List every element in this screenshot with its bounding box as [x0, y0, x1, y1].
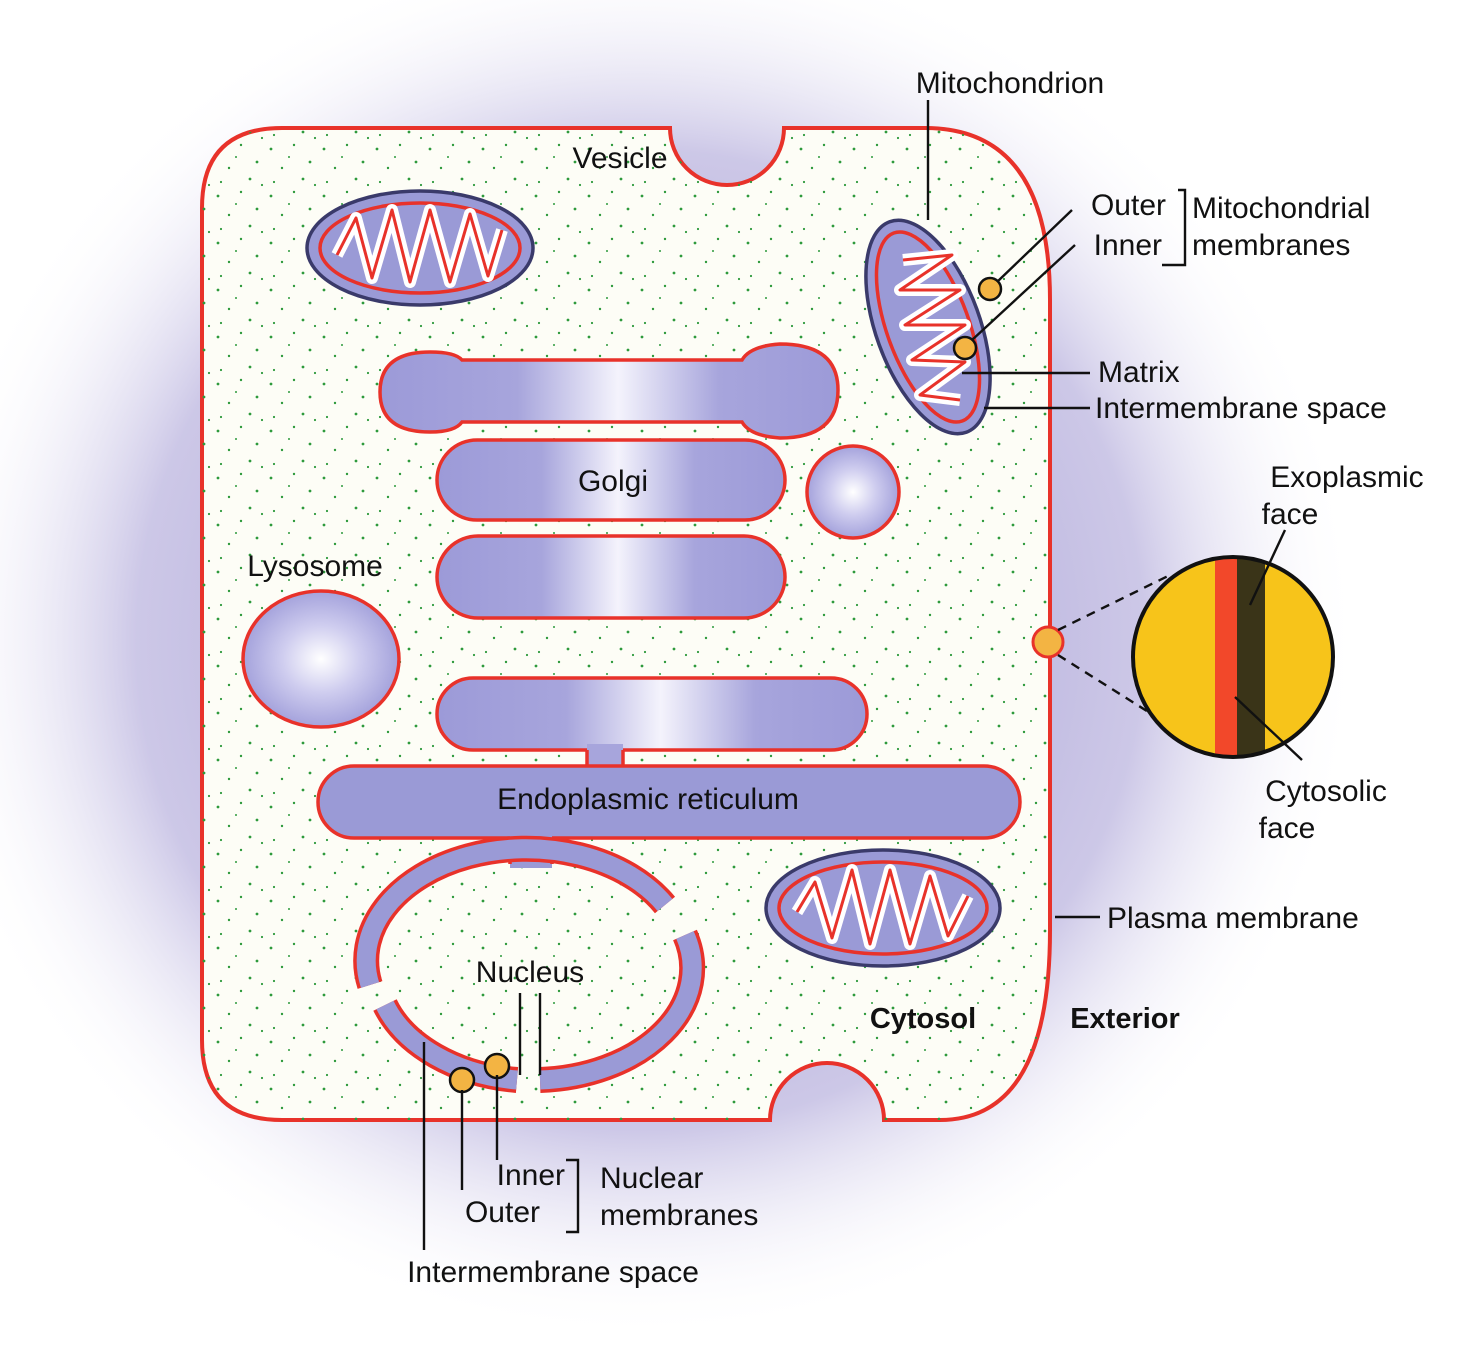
label-nuclear-membranes-2: membranes: [600, 1199, 758, 1232]
label-cytosolic-2: face: [1259, 812, 1316, 845]
label-exterior: Exterior: [1070, 1003, 1180, 1035]
label-mito-membranes-1: Mitochondrial: [1192, 192, 1370, 225]
label-nuclear-membranes-1: Nuclear: [600, 1162, 703, 1195]
label-cytosolic-1: Cytosolic: [1265, 775, 1387, 808]
marker-nuclear-inner: [483, 1052, 511, 1080]
label-vesicle: Vesicle: [572, 142, 667, 175]
label-mitochondrion: Mitochondrion: [916, 67, 1104, 100]
mitochondrion-upper-right: [864, 218, 992, 436]
er-cisterna-upper: [435, 676, 869, 752]
golgi-vesicle: [805, 444, 901, 540]
label-mito-membranes-2: membranes: [1192, 229, 1350, 262]
label-matrix: Matrix: [1098, 356, 1180, 389]
label-mito-outer: Outer: [1091, 189, 1166, 222]
label-nuclear-inner: Inner: [497, 1159, 565, 1192]
label-golgi: Golgi: [578, 465, 648, 498]
label-intermembrane-mito: Intermembrane space: [1095, 392, 1387, 425]
label-plasma-membrane: Plasma membrane: [1107, 902, 1359, 935]
marker-mito-outer: [977, 276, 1003, 302]
lysosome: [241, 589, 401, 729]
label-cytosol: Cytosol: [870, 1003, 976, 1035]
mitochondrion-lower-right: [764, 848, 1002, 968]
label-lysosome: Lysosome: [247, 550, 383, 583]
label-intermembrane-nuc: Intermembrane space: [407, 1256, 699, 1289]
label-nuclear-outer: Outer: [465, 1196, 540, 1229]
label-exoplasmic-2: face: [1262, 498, 1319, 531]
marker-plasma-membrane: [1031, 625, 1065, 659]
mitochondrion-top-left: [305, 189, 535, 307]
label-er: Endoplasmic reticulum: [497, 783, 799, 816]
label-nucleus: Nucleus: [476, 956, 584, 989]
label-exoplasmic-1: Exoplasmic: [1270, 461, 1423, 494]
golgi-cisterna-middle: [435, 438, 787, 522]
marker-nuclear-outer: [448, 1066, 476, 1094]
golgi-cisterna-dumbbell: [378, 342, 840, 440]
golgi-cisterna-lower: [435, 534, 787, 620]
endoplasmic-reticulum: [316, 764, 1022, 840]
bilayer-magnifier: [1057, 555, 1335, 759]
marker-mito-inner: [952, 335, 978, 361]
leader-lines: [422, 100, 1303, 1250]
label-mito-inner: Inner: [1094, 229, 1162, 262]
